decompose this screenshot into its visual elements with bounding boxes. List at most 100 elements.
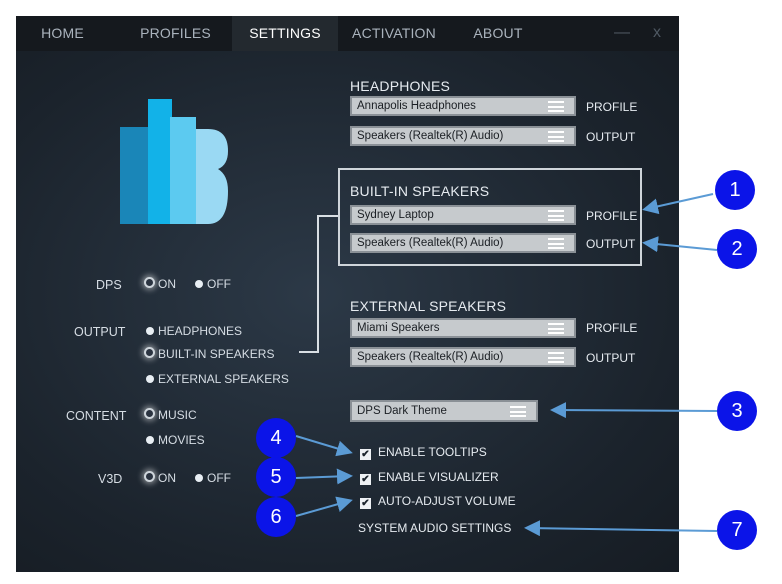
enable-visualizer-checkbox[interactable]: ✔ ENABLE VISUALIZER xyxy=(360,470,499,485)
content-option-movies[interactable]: MOVIES xyxy=(146,433,205,447)
built-in-profile-dropdown[interactable]: Sydney Laptop xyxy=(350,205,576,225)
radio-selected-icon xyxy=(144,347,155,358)
option-label: MOVIES xyxy=(158,433,205,447)
checkbox-label: ENABLE VISUALIZER xyxy=(378,470,499,484)
minimize-button[interactable]: — xyxy=(614,24,630,41)
dropdown-value: Sydney Laptop xyxy=(357,209,434,221)
external-output-dropdown[interactable]: Speakers (Realtek(R) Audio) xyxy=(350,347,576,367)
output-side-label: OUTPUT xyxy=(586,237,636,251)
logo-bar-mid xyxy=(148,99,172,224)
hamburger-menu-icon xyxy=(548,131,564,142)
arrow-1 xyxy=(642,193,714,215)
option-label: EXTERNAL SPEAKERS xyxy=(158,372,289,386)
output-option-external-speakers[interactable]: EXTERNAL SPEAKERS xyxy=(146,372,289,386)
checkbox-checked-icon: ✔ xyxy=(360,449,371,460)
v3d-off-label: OFF xyxy=(207,471,231,485)
dps-on-label: ON xyxy=(158,277,176,291)
option-label: MUSIC xyxy=(158,408,197,422)
dps-off-label: OFF xyxy=(207,277,231,291)
arrow-5 xyxy=(295,468,353,485)
output-side-label: OUTPUT xyxy=(586,130,636,144)
external-profile-dropdown[interactable]: Miami Speakers xyxy=(350,318,576,338)
hamburger-menu-icon xyxy=(510,406,526,417)
output-option-headphones[interactable]: HEADPHONES xyxy=(146,324,242,338)
section-title-built-in-speakers: BUILT-IN SPEAKERS xyxy=(350,183,490,199)
arrow-2 xyxy=(642,236,718,253)
v3d-on-label: ON xyxy=(158,471,176,485)
tab-activation[interactable]: ACTIVATION xyxy=(352,25,436,41)
built-in-speakers-highlight xyxy=(338,168,642,266)
app-window: HOME PROFILES SETTINGS ACTIVATION ABOUT … xyxy=(16,16,679,572)
output-label: OUTPUT xyxy=(74,325,126,339)
hamburger-menu-icon xyxy=(548,210,564,221)
built-in-output-dropdown[interactable]: Speakers (Realtek(R) Audio) xyxy=(350,233,576,253)
profile-label: PROFILE xyxy=(586,321,638,335)
callout-7: 7 xyxy=(717,510,757,550)
tab-home[interactable]: HOME xyxy=(41,25,84,41)
v3d-on-radio[interactable]: ON xyxy=(144,471,176,485)
close-button[interactable]: x xyxy=(653,24,661,41)
v3d-label: V3D xyxy=(98,472,123,486)
radio-icon xyxy=(146,375,154,383)
option-label: HEADPHONES xyxy=(158,324,243,338)
logo-b-bowl xyxy=(196,129,228,224)
headphones-profile-dropdown[interactable]: Annapolis Headphones xyxy=(350,96,576,116)
callout-1: 1 xyxy=(715,170,755,210)
checkbox-checked-icon: ✔ xyxy=(360,498,371,509)
radio-selected-icon xyxy=(144,277,155,288)
callout-3: 3 xyxy=(717,391,757,431)
connector-line xyxy=(317,215,339,217)
section-title-headphones: HEADPHONES xyxy=(350,78,451,94)
system-audio-settings-link[interactable]: SYSTEM AUDIO SETTINGS xyxy=(358,521,512,535)
logo-bar-dark xyxy=(120,127,150,224)
dropdown-value: Miami Speakers xyxy=(357,322,440,334)
tab-bar: HOME PROFILES SETTINGS ACTIVATION ABOUT … xyxy=(16,16,679,51)
tab-settings[interactable]: SETTINGS xyxy=(232,16,338,51)
dps-on-radio[interactable]: ON xyxy=(144,277,176,291)
section-title-external-speakers: EXTERNAL SPEAKERS xyxy=(350,298,507,314)
logo-bar-light xyxy=(170,117,196,224)
arrow-7 xyxy=(524,520,718,537)
theme-dropdown[interactable]: DPS Dark Theme xyxy=(350,400,538,422)
option-label: BUILT-IN SPEAKERS xyxy=(158,347,275,361)
hamburger-menu-icon xyxy=(548,352,564,363)
hamburger-menu-icon xyxy=(548,238,564,249)
checkbox-checked-icon: ✔ xyxy=(360,474,371,485)
radio-icon xyxy=(195,280,203,288)
dropdown-value: DPS Dark Theme xyxy=(357,405,447,417)
tab-profiles[interactable]: PROFILES xyxy=(140,25,211,41)
output-side-label: OUTPUT xyxy=(586,351,636,365)
checkbox-label: ENABLE TOOLTIPS xyxy=(378,445,487,459)
radio-icon xyxy=(146,436,154,444)
radio-icon xyxy=(195,474,203,482)
radio-icon xyxy=(146,327,154,335)
tab-about[interactable]: ABOUT xyxy=(473,25,523,41)
headphones-output-dropdown[interactable]: Speakers (Realtek(R) Audio) xyxy=(350,126,576,146)
v3d-off-radio[interactable]: OFF xyxy=(195,471,231,485)
arrow-6 xyxy=(295,496,353,517)
callout-4: 4 xyxy=(256,418,296,458)
dps-off-radio[interactable]: OFF xyxy=(195,277,231,291)
callout-5: 5 xyxy=(256,457,296,497)
callout-2: 2 xyxy=(717,229,757,269)
profile-label: PROFILE xyxy=(586,209,638,223)
output-option-built-in-speakers[interactable]: BUILT-IN SPEAKERS xyxy=(144,347,274,361)
connector-line xyxy=(299,351,317,353)
auto-adjust-volume-checkbox[interactable]: ✔ AUTO-ADJUST VOLUME xyxy=(360,494,516,509)
dropdown-value: Annapolis Headphones xyxy=(357,100,476,112)
checkbox-label: AUTO-ADJUST VOLUME xyxy=(378,494,516,508)
enable-tooltips-checkbox[interactable]: ✔ ENABLE TOOLTIPS xyxy=(360,445,487,460)
dps-label: DPS xyxy=(96,278,122,292)
hamburger-menu-icon xyxy=(548,323,564,334)
app-logo xyxy=(120,99,228,224)
hamburger-menu-icon xyxy=(548,101,564,112)
dropdown-value: Speakers (Realtek(R) Audio) xyxy=(357,351,504,363)
content-option-music[interactable]: MUSIC xyxy=(144,408,197,422)
dropdown-value: Speakers (Realtek(R) Audio) xyxy=(357,130,504,142)
callout-6: 6 xyxy=(256,497,296,537)
profile-label: PROFILE xyxy=(586,100,638,114)
connector-line xyxy=(317,215,319,353)
radio-selected-icon xyxy=(144,471,155,482)
arrow-4 xyxy=(295,435,353,457)
content-label: CONTENT xyxy=(66,409,127,423)
